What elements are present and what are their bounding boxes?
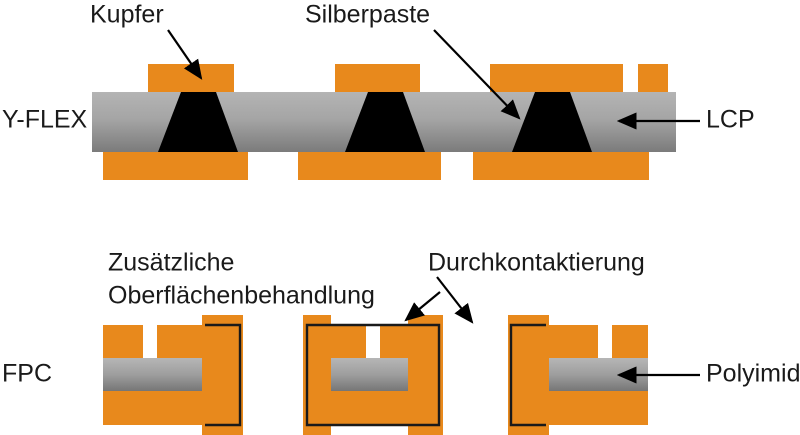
- label-yflex: Y-FLEX: [2, 106, 88, 134]
- top-copper-pad: [148, 64, 234, 92]
- top-copper-pad: [638, 64, 668, 92]
- label-kupfer: Kupfer: [90, 1, 164, 29]
- leader-arrows: [167, 29, 700, 384]
- bottom-copper-pad: [103, 152, 248, 180]
- label-zusaetzliche: Zusätzliche: [108, 249, 234, 277]
- label-fpc: FPC: [2, 360, 52, 388]
- silver-paste-via: [158, 92, 238, 152]
- diagram-labels: Kupfer Silberpaste LCP Y-FLEX FPC Zusätz…: [2, 1, 800, 388]
- fpc-cross-sections: [103, 315, 648, 435]
- bottom-copper-pad: [473, 152, 649, 180]
- label-polyimid: Polyimid: [706, 360, 800, 388]
- fpc-plating-outline-right: [205, 323, 242, 427]
- fpc-top-copper-notch: [598, 325, 612, 358]
- fpc-plating-outline-right: [331, 323, 441, 427]
- top-copper-pad: [335, 64, 420, 92]
- silberpaste-arrow: [433, 29, 521, 120]
- label-lcp: LCP: [706, 106, 755, 134]
- fpc-plating-outline-left: [509, 323, 546, 427]
- top-copper-pad: [490, 64, 623, 92]
- fpc-top-copper-notch: [143, 325, 157, 358]
- fpc-plating-bar-right: [202, 315, 243, 435]
- silver-paste-via: [345, 92, 425, 152]
- bottom-copper-pad: [298, 152, 441, 180]
- fpc-module-left: [103, 315, 243, 435]
- silver-paste-via: [512, 92, 592, 152]
- yflex-cross-section: [92, 64, 676, 180]
- fpc-plating-bar-left: [508, 315, 549, 435]
- label-silberpaste: Silberpaste: [305, 1, 430, 29]
- durchkontaktierung-arrow: [436, 276, 474, 324]
- yflex-bottom-copper-pads: [103, 152, 649, 180]
- yflex-silver-paste-vias: [158, 92, 592, 152]
- yflex-top-copper-pads: [148, 64, 668, 92]
- fpc-plating-bar-right: [408, 315, 443, 435]
- fpc-module-middle: [303, 315, 443, 435]
- oberflaechenbehandlung-arrow: [404, 291, 441, 322]
- fpc-top-copper-notch: [366, 325, 380, 358]
- label-durchkontaktierung: Durchkontaktierung: [428, 249, 645, 277]
- kupfer-arrow: [167, 29, 203, 80]
- fpc-plating-outline-left: [305, 323, 331, 427]
- label-oberflaechenbehandlung: Oberflächenbehandlung: [108, 282, 375, 310]
